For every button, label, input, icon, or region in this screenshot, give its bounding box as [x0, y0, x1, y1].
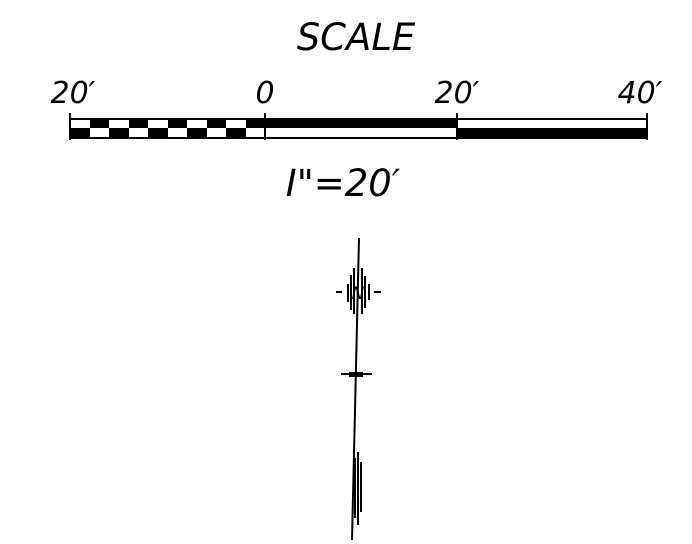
north-arrow-head: [336, 268, 381, 314]
north-arrow-shaft: [351, 237, 360, 541]
scale-ratio: I"=20′: [286, 162, 401, 205]
scale-label-right-20: 20′: [435, 76, 480, 111]
scale-bar-segment-20-40: [456, 118, 648, 139]
scale-bar-segment-0-20: [264, 118, 458, 139]
scale-label-zero: 0: [255, 76, 274, 111]
north-letter: N: [352, 284, 365, 304]
scale-bar: SCALE 20′ 0 20′ 40′: [51, 16, 663, 205]
north-arrow-crossbar: [341, 372, 372, 377]
north-arrow-icon: N: [336, 237, 381, 541]
scale-label-left-20: 20′: [51, 76, 96, 111]
scale-bar-checkered-segment: [69, 118, 266, 139]
north-arrow-tail: [354, 452, 362, 525]
scale-title: SCALE: [297, 16, 416, 59]
scale-label-40: 40′: [618, 76, 663, 111]
